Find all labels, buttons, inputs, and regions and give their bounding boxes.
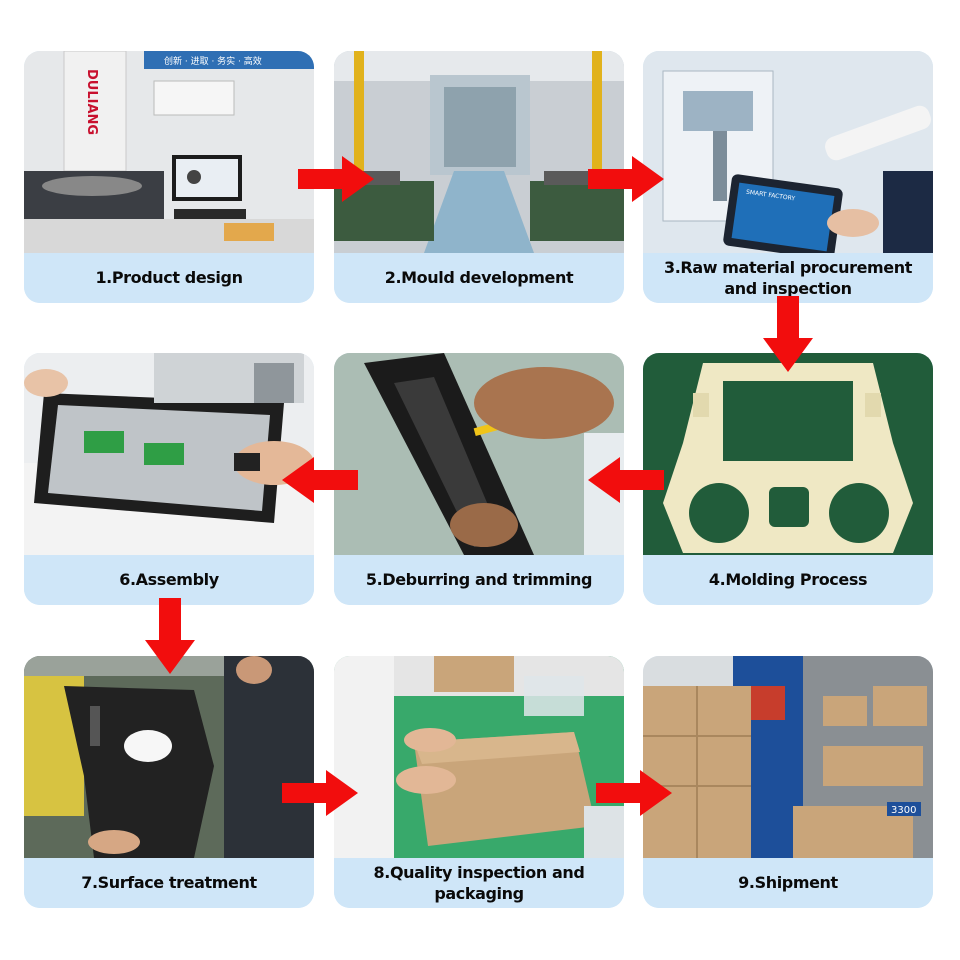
arrow-3-to-4: [763, 296, 813, 372]
step-card-2: 2.Mould development: [334, 51, 624, 303]
mould-development-photo: [334, 51, 624, 253]
step-card-4: 4.Molding Process: [643, 353, 933, 605]
arrow-2-to-3: [588, 156, 664, 202]
step-label-4: 4.Molding Process: [643, 555, 933, 605]
step-card-8: 8.Quality inspection and packaging: [334, 656, 624, 908]
step-label-8: 8.Quality inspection and packaging: [334, 858, 624, 908]
shipment-photo: 3300: [643, 656, 933, 858]
arrow-4-to-5: [588, 457, 664, 503]
assembly-photo: [24, 353, 314, 555]
step-label-5: 5.Deburring and trimming: [334, 555, 624, 605]
arrow-5-to-6: [282, 457, 358, 503]
step-card-1: 创新 · 进取 · 务实 · 高效 DULIANG 1.Product desi…: [24, 51, 314, 303]
step-label-6: 6.Assembly: [24, 555, 314, 605]
step-card-6: 6.Assembly: [24, 353, 314, 605]
arrow-1-to-2: [298, 156, 374, 202]
step-label-1: 1.Product design: [24, 253, 314, 303]
arrow-6-to-7: [145, 598, 195, 674]
raw-material-inspection-photo: SMART FACTORY: [643, 51, 933, 253]
product-design-photo: 创新 · 进取 · 务实 · 高效 DULIANG: [24, 51, 314, 253]
molding-process-photo: [643, 353, 933, 555]
step-label-7: 7.Surface treatment: [24, 858, 314, 908]
surface-treatment-photo: [24, 656, 314, 858]
step-card-7: 7.Surface treatment: [24, 656, 314, 908]
quality-packaging-photo: [334, 656, 624, 858]
deburring-trimming-photo: [334, 353, 624, 555]
step-card-5: 5.Deburring and trimming: [334, 353, 624, 605]
step-card-3: SMART FACTORY 3.Raw material procurement…: [643, 51, 933, 303]
step-label-2: 2.Mould development: [334, 253, 624, 303]
brand-vertical-text: DULIANG: [84, 69, 99, 135]
arrow-8-to-9: [596, 770, 672, 816]
step-label-9: 9.Shipment: [643, 858, 933, 908]
step-label-3: 3.Raw material procurement and inspectio…: [643, 253, 933, 303]
banner-text: 创新 · 进取 · 务实 · 高效: [164, 55, 262, 67]
arrow-7-to-8: [282, 770, 358, 816]
step-card-9: 3300 9.Shipment: [643, 656, 933, 908]
truck-number-text: 3300: [891, 805, 916, 816]
